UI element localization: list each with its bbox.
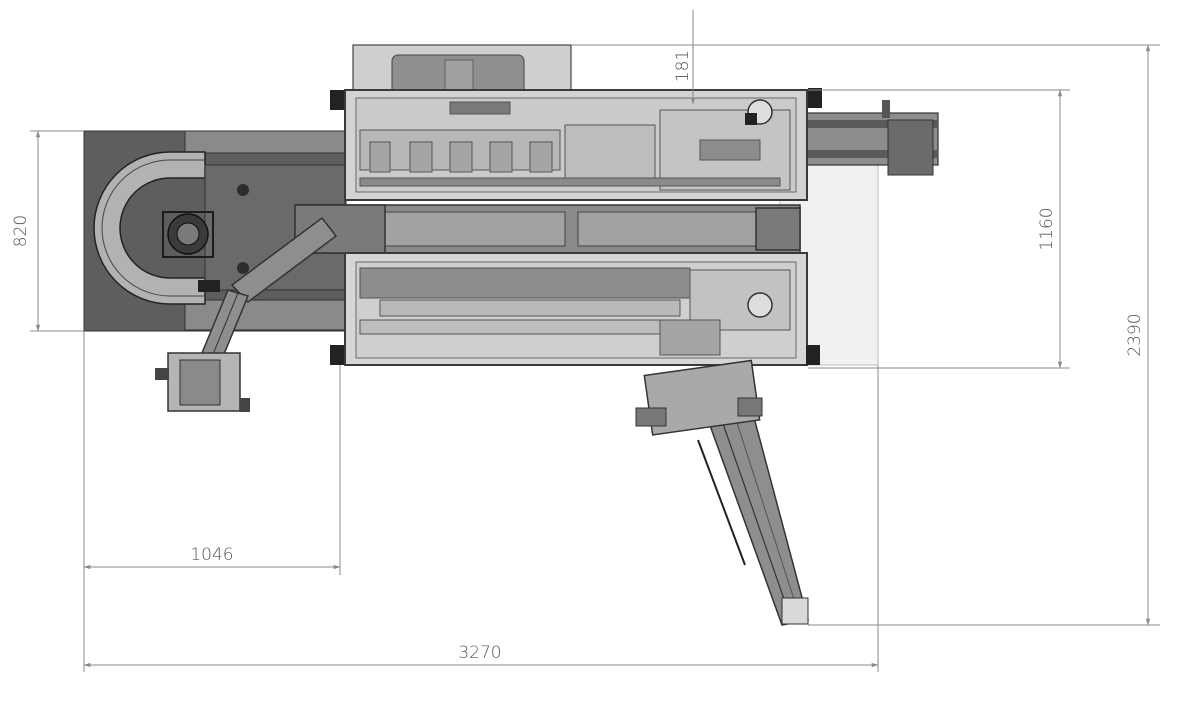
- machine-body: [83, 44, 939, 626]
- dim-3270: 3270: [458, 643, 501, 663]
- turntable-conveyor: [93, 151, 206, 305]
- infeed-bottom-strip: [184, 299, 348, 331]
- dim-1160: 1160: [1037, 207, 1057, 250]
- dim-2390: 2390: [1125, 313, 1145, 356]
- dim-181: 181: [673, 50, 693, 82]
- dim-1046: 1046: [190, 545, 233, 565]
- dimension-lines: [30, 10, 1160, 672]
- turntable-guide: [101, 159, 205, 297]
- upper-mechanisms: [359, 101, 791, 191]
- lower-mechanisms: [359, 267, 791, 356]
- frame-posts: [330, 88, 822, 365]
- infeed-top-strip: [184, 130, 348, 154]
- right-delivery-head: [643, 359, 761, 436]
- dim-820: 820: [11, 215, 31, 247]
